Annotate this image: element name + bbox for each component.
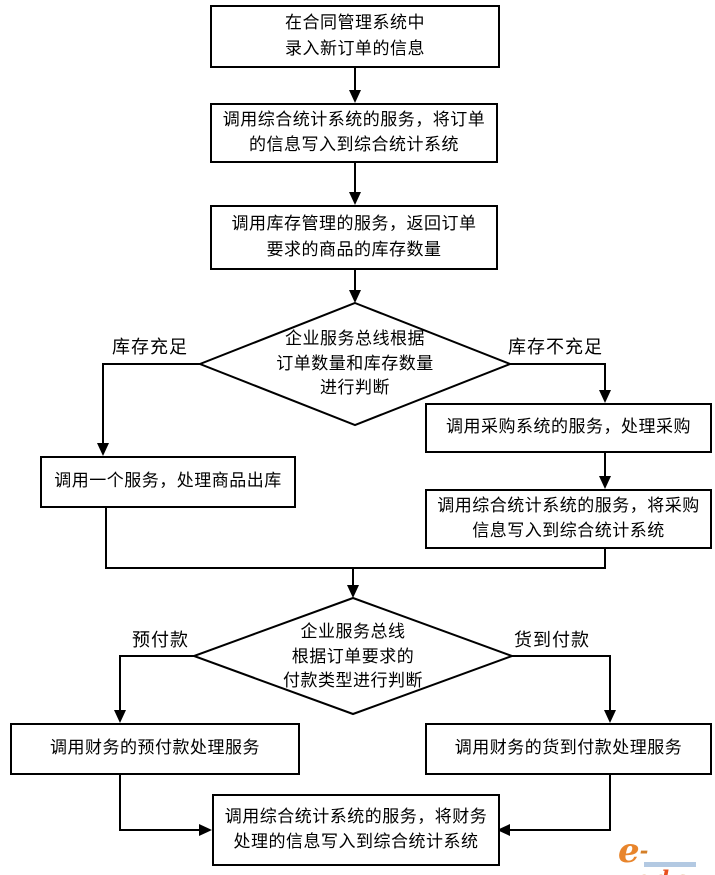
eworks-logo-underline	[644, 862, 696, 867]
node-start: 在合同管理系统中 录入新订单的信息	[210, 5, 500, 68]
eworks-logo: e-works	[618, 831, 715, 875]
eworks-logo-s: s	[676, 866, 688, 875]
eworks-logo-wor: -wor	[618, 838, 661, 875]
edge-prepay-to-final	[119, 775, 199, 831]
edge-decision1-right	[510, 363, 606, 390]
node-procurement-service: 调用采购系统的服务，处理采购	[425, 403, 712, 453]
edge-label-prepayment: 预付款	[132, 630, 189, 651]
node-decision-payment-label: 企业服务总线 根据订单要求的 付款类型进行判断	[283, 622, 423, 692]
edge-merge-right	[353, 549, 606, 569]
edge-label-cash-on-delivery: 货到付款	[514, 630, 590, 651]
edge-decision2-right	[512, 655, 611, 710]
edge-cod-to-final	[510, 775, 611, 831]
eworks-logo-e: e	[618, 831, 640, 871]
edge-decision1-left	[102, 363, 200, 443]
node-decision-inventory-label: 企业服务总线根据 订单数量和库存数量 进行判断	[276, 329, 434, 399]
eworks-logo-k: k	[661, 866, 676, 875]
edge-merge-left	[105, 508, 353, 569]
edge-label-inventory-insufficient: 库存不充足	[508, 337, 603, 358]
decision-payment-shape	[191, 596, 515, 716]
edge-label-inventory-sufficient: 库存充足	[112, 337, 188, 358]
decision-inventory-shape	[197, 301, 513, 427]
node-write-finance-stats: 调用综合统计系统的服务，将财务 处理的信息写入到综合统计系统	[212, 794, 500, 866]
node-write-order-stats: 调用综合统计系统的服务，将订单 的信息写入到综合统计系统	[210, 103, 498, 163]
node-write-procurement-stats: 调用综合统计系统的服务，将采购 信息写入到综合统计系统	[425, 489, 712, 549]
node-inventory-service: 调用库存管理的服务，返回订单 要求的商品的库存数量	[210, 205, 498, 270]
arrowheads	[97, 90, 616, 836]
node-outbound-service: 调用一个服务，处理商品出库	[40, 456, 296, 508]
node-prepay-service: 调用财务的预付款处理服务	[10, 723, 300, 775]
node-cod-service: 调用财务的货到付款处理服务	[425, 723, 712, 775]
edge-decision2-left	[119, 655, 194, 710]
